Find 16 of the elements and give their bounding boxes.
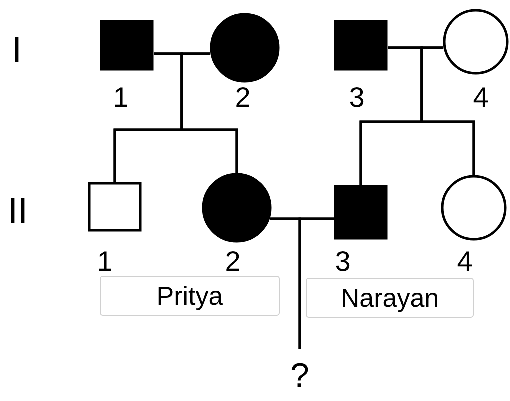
individual-number: 1 [112,84,130,112]
generation-label: I [12,32,22,68]
individual-number: 3 [334,248,352,276]
individual-number: 1 [96,248,114,276]
pedigree-line [298,218,334,349]
pedigree-line [420,46,476,175]
question-mark: ? [290,357,310,395]
individual-number: 3 [348,84,366,112]
generation-label: II [8,193,28,229]
individual-number: 2 [234,84,252,112]
individual-number: 4 [456,248,474,276]
name-label: Pritya [100,276,280,316]
name-label: Narayan [306,278,474,318]
individual-number: 2 [224,248,242,276]
individual-number: 4 [472,84,490,112]
pedigree-line [180,52,238,173]
